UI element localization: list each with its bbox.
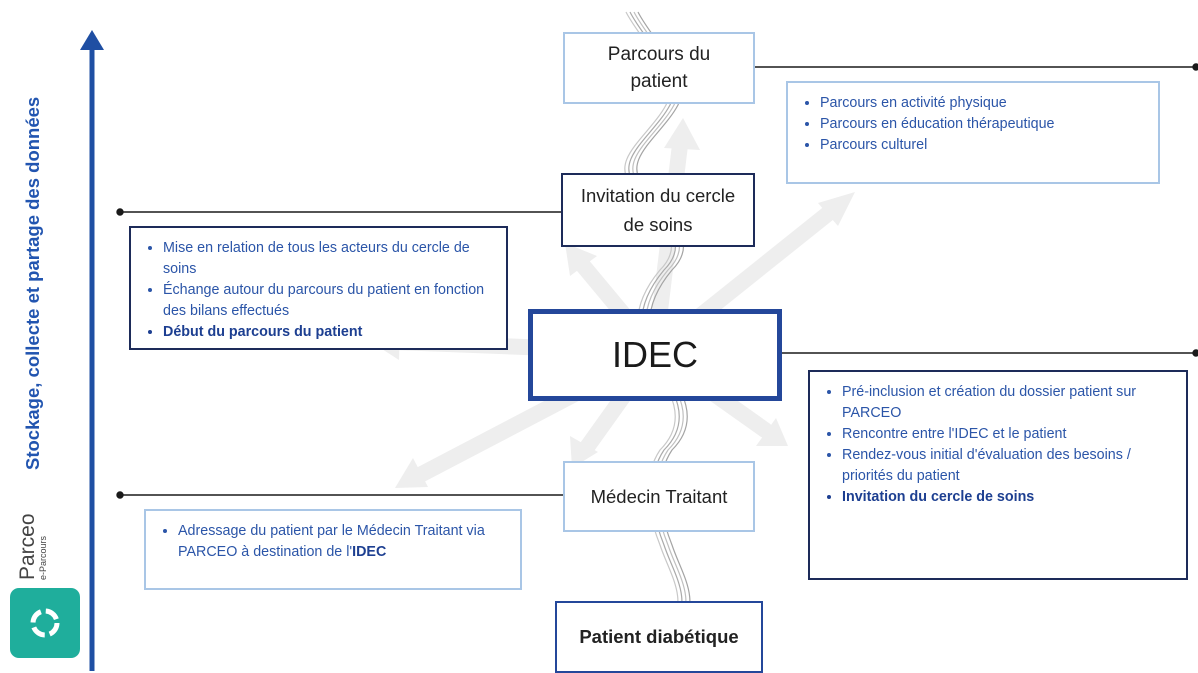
node-idec: IDEC <box>528 309 782 401</box>
node-parcours-line2: patient <box>630 71 688 92</box>
list-item: Mise en relation de tous les acteurs du … <box>163 238 496 280</box>
node-medecin-label: Médecin Traitant <box>590 485 728 507</box>
list-item: Adressage du patient par le Médecin Trai… <box>178 521 510 563</box>
brand-wordmark: Parceo e-Parcours <box>16 513 48 580</box>
parceo-logo-icon <box>10 588 80 658</box>
connector-lines <box>116 63 1198 499</box>
list-item: Pré-inclusion et création du dossier pat… <box>842 382 1176 424</box>
list-item: Rendez-vous initial d'évaluation des bes… <box>842 445 1176 487</box>
info-box-medecin: Adressage du patient par le Médecin Trai… <box>144 509 522 590</box>
list-item: Parcours en éducation thérapeutique <box>820 114 1148 135</box>
info-list-parcours: Parcours en activité physique Parcours e… <box>802 93 1148 156</box>
list-item-emphasis: Début du parcours du patient <box>163 322 496 343</box>
node-invitation-cercle-de-soins: Invitation du cercle de soins <box>561 173 755 247</box>
node-parcours-du-patient: Parcours du patient <box>563 32 755 104</box>
info-box-invitation: Mise en relation de tous les acteurs du … <box>129 226 508 350</box>
medecin-info-bold: IDEC <box>352 544 387 560</box>
brand-name: Parceo <box>16 513 39 580</box>
info-list-invitation: Mise en relation de tous les acteurs du … <box>145 238 496 343</box>
logo-ring-icon <box>30 608 60 638</box>
list-item-emphasis: Invitation du cercle de soins <box>842 487 1176 508</box>
node-invitation-line2: de soins <box>623 214 693 235</box>
list-item: Parcours culturel <box>820 135 1148 156</box>
node-patient-diabetique: Patient diabétique <box>555 601 763 673</box>
list-item: Échange autour du parcours du patient en… <box>163 280 496 322</box>
axis-label: Stockage, collecte et partage des donnée… <box>22 96 43 470</box>
node-parcours-line1: Parcours du <box>607 44 711 65</box>
list-item: Rencontre entre l'IDEC et le patient <box>842 424 1176 445</box>
info-box-idec: Pré-inclusion et création du dossier pat… <box>808 370 1188 580</box>
list-item: Parcours en activité physique <box>820 93 1148 114</box>
node-patient-label: Patient diabétique <box>579 626 739 647</box>
info-box-parcours: Parcours en activité physique Parcours e… <box>786 81 1160 184</box>
node-medecin-traitant: Médecin Traitant <box>563 461 755 532</box>
info-list-medecin: Adressage du patient par le Médecin Trai… <box>160 521 510 563</box>
brand-subtitle: e-Parcours <box>38 535 48 580</box>
data-axis-arrow <box>80 30 104 671</box>
node-invitation-line1: Invitation du cercle <box>580 185 736 206</box>
medecin-info-text: Adressage du patient par le Médecin Trai… <box>178 523 485 560</box>
info-list-idec: Pré-inclusion et création du dossier pat… <box>824 382 1176 508</box>
